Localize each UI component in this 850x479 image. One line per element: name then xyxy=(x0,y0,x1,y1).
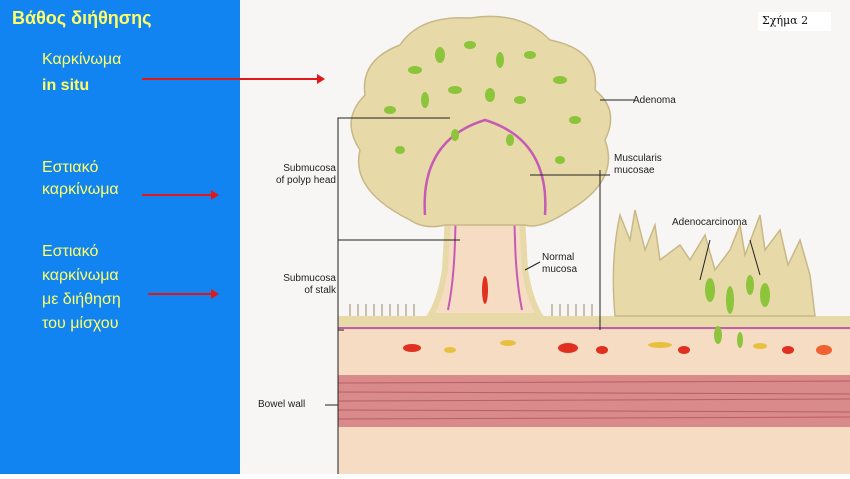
label-submucosa-head-line1: Submucosa xyxy=(283,163,336,174)
polyp-diagram: Adenoma Muscularis mucosae Adenocarcinom… xyxy=(240,0,850,474)
panel-title: Βάθος διήθησης xyxy=(12,8,152,28)
label-muscularis-line2: mucosae xyxy=(614,165,655,176)
arrow-in-situ xyxy=(142,74,325,84)
label-muscularis: Muscularis mucosae xyxy=(614,153,662,177)
muscle-fibers xyxy=(337,380,850,420)
item-focal-carcinoma-line2: καρκίνωμα xyxy=(42,181,119,198)
brackets xyxy=(325,99,761,474)
polyp-diagram-svg xyxy=(325,15,850,474)
figure-label: Σχήμα 2 xyxy=(758,12,831,31)
label-submucosa-stalk: Submucosa of stalk xyxy=(254,273,336,297)
label-submucosa-stalk-line1: Submucosa xyxy=(283,273,336,284)
item-focal-invasive-line2: καρκίνωμα xyxy=(42,267,119,284)
label-submucosa-stalk-line2: of stalk xyxy=(304,285,336,296)
item-focal-invasive-line4: του μίσχου xyxy=(42,315,119,332)
label-submucosa-head: Submucosa of polyp head xyxy=(254,163,336,187)
label-submucosa-head-line2: of polyp head xyxy=(275,175,336,186)
mucosa-villi xyxy=(349,304,601,316)
vessels xyxy=(403,340,832,355)
arrow-focal-carcinoma xyxy=(142,190,219,200)
head-muscularis xyxy=(423,118,547,216)
label-normal-line1: Normal xyxy=(542,252,575,263)
stalk-vessel xyxy=(482,276,488,304)
adenocarcinoma-glands xyxy=(705,275,770,348)
label-adenoma: Adenoma xyxy=(633,95,676,106)
mucosa-surface xyxy=(338,316,850,330)
item-carcinoma-in-situ-line2: in situ xyxy=(42,77,90,94)
item-focal-carcinoma-line1: Εστιακό xyxy=(42,159,99,176)
item-carcinoma-in-situ-line1: Καρκίνωμα xyxy=(42,51,122,68)
label-normal-line2: mucosa xyxy=(542,264,578,275)
label-adenocarcinoma: Adenocarcinoma xyxy=(672,217,748,228)
arrow-focal-invasive xyxy=(148,289,219,299)
submucosa-layer xyxy=(338,330,850,375)
label-bowel-wall: Bowel wall xyxy=(258,399,306,410)
head-glands xyxy=(384,41,581,164)
label-muscularis-line1: Muscularis xyxy=(614,153,662,164)
item-focal-invasive-line1: Εστιακό xyxy=(42,243,99,260)
left-panel: Βάθος διήθησης Καρκίνωμα in situ Εστιακό… xyxy=(0,0,240,474)
serosa-layer xyxy=(338,427,850,474)
item-focal-invasive-line3: με διήθηση xyxy=(42,291,121,308)
label-normal-mucosa: Normal mucosa xyxy=(542,252,577,276)
